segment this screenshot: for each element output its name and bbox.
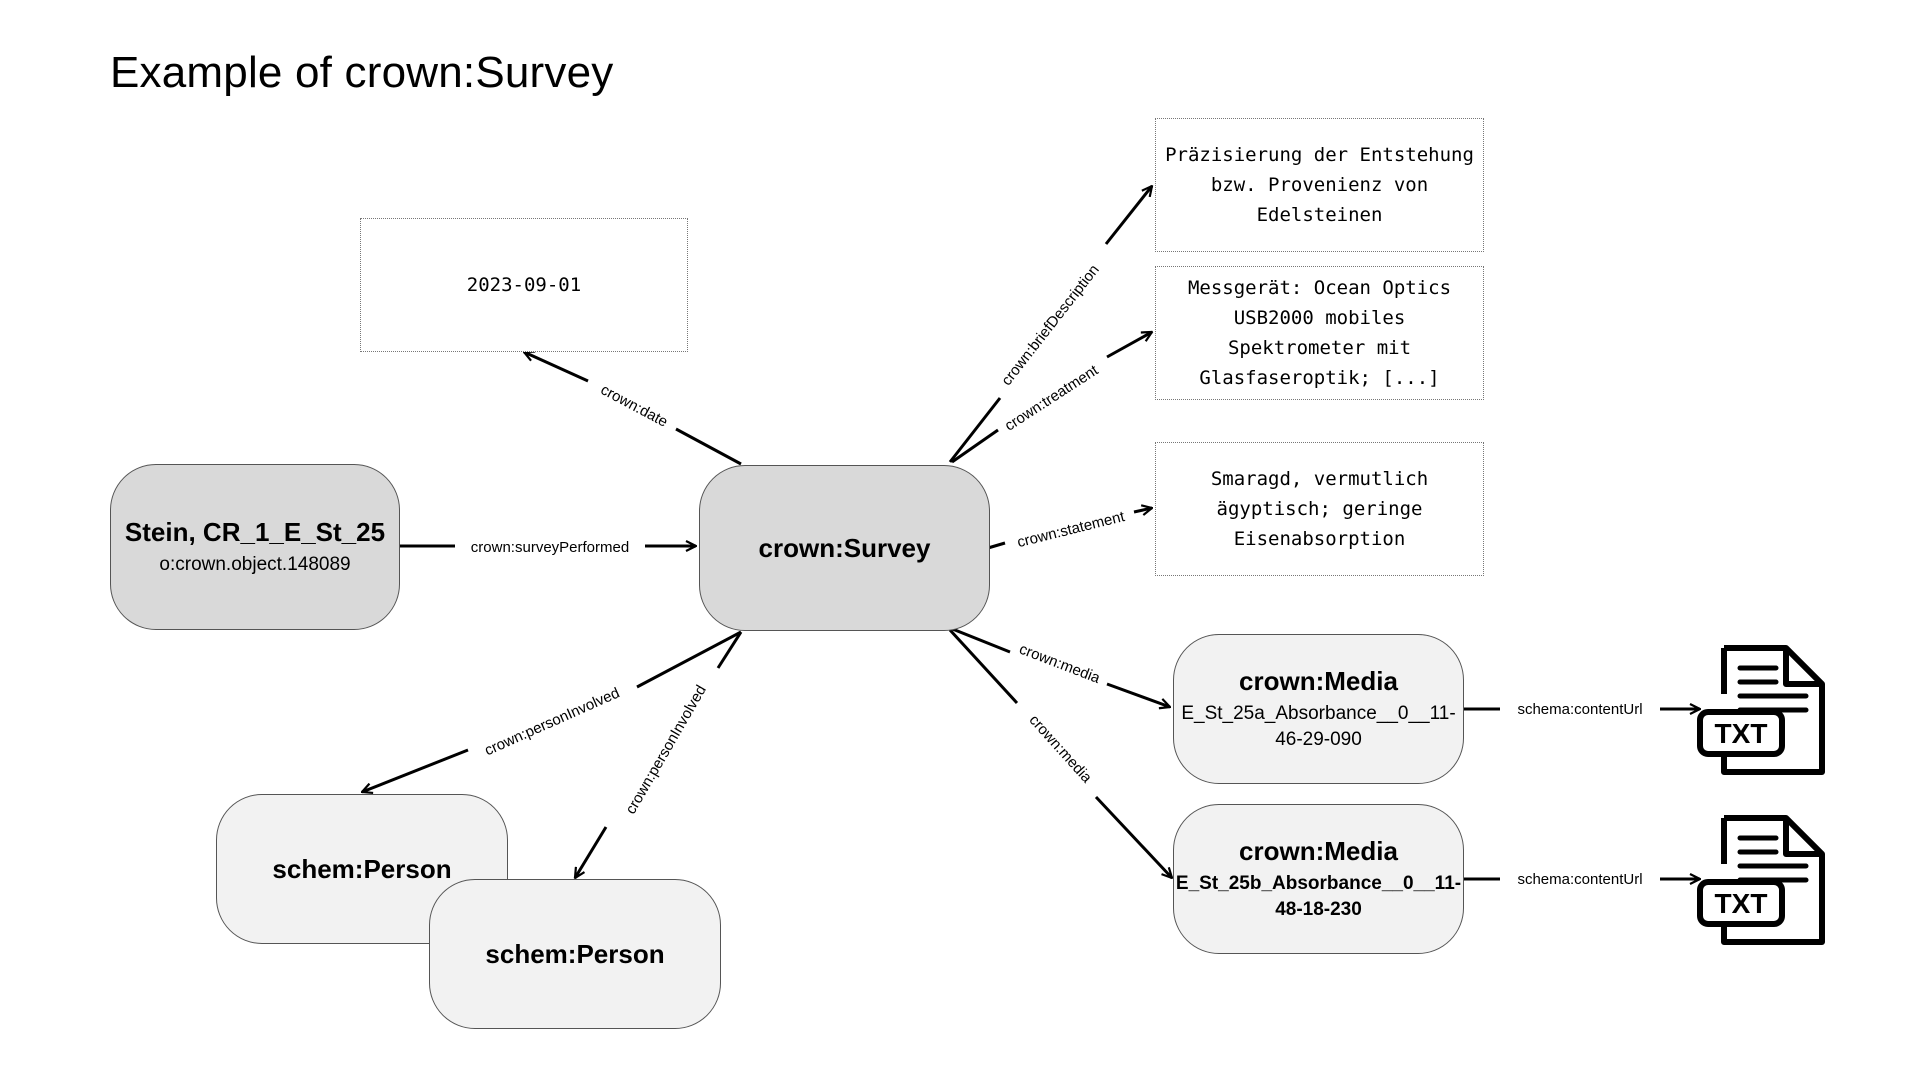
- edge-statement-arrow: [1133, 508, 1152, 512]
- date-literal-text: 2023-09-01: [466, 274, 582, 296]
- edge-treatment: [951, 428, 999, 464]
- person-node-2[interactable]: schem:Person: [429, 879, 721, 1029]
- media-node-1-filename: E_St_25a_Absorbance__0__11-46-29-090: [1181, 702, 1456, 750]
- edge-label-person-2: crown:personInvolved: [622, 682, 710, 817]
- txt-file-label: TXT: [1715, 718, 1768, 749]
- edge-label-person-1: crown:personInvolved: [482, 684, 622, 759]
- person-node-1-title: schem:Person: [272, 853, 452, 884]
- edge-label-media-2: crown:media: [1026, 712, 1096, 787]
- page-title: Example of crown:Survey: [110, 48, 614, 97]
- edge-label-media-1: crown:media: [1017, 641, 1103, 688]
- edge-person-1: [636, 630, 742, 689]
- description-literal-text: Präzisierung der Entstehung bzw. Proveni…: [1165, 144, 1474, 226]
- edge-person-2-arrow: [573, 826, 608, 878]
- txt-file-label: TXT: [1715, 888, 1768, 919]
- statement-literal: Smaragd, vermutlich ägyptisch; geringe E…: [1155, 442, 1484, 576]
- description-literal: Präzisierung der Entstehung bzw. Proveni…: [1155, 118, 1484, 252]
- statement-literal-text: Smaragd, vermutlich ägyptisch; geringe E…: [1210, 468, 1429, 550]
- txt-file-icon[interactable]: TXT: [1696, 812, 1826, 948]
- treatment-literal: Messgerät: Ocean Optics USB2000 mobiles …: [1155, 266, 1484, 400]
- media-node-2[interactable]: crown:Media E_St_25b_Absorbance__0__11-4…: [1173, 804, 1464, 954]
- edge-label-content-url-1: schema:contentUrl: [1517, 701, 1642, 718]
- edge-label-date: crown:date: [598, 381, 671, 430]
- object-node-title: Stein, CR_1_E_St_25: [124, 516, 386, 547]
- edge-media-1: [949, 626, 1011, 654]
- media-node-2-title: crown:Media: [1239, 835, 1398, 866]
- edge-date: [675, 427, 742, 466]
- edge-brief-description: [948, 397, 1002, 463]
- person-node-2-title: schem:Person: [485, 938, 665, 969]
- edge-brief-description-arrow: [1104, 186, 1152, 245]
- edge-statement: [987, 541, 1006, 550]
- edge-person-2: [716, 631, 743, 669]
- media-node-1-title: crown:Media: [1239, 665, 1398, 696]
- edge-date-arrow: [524, 352, 589, 383]
- edge-label-statement: crown:statement: [1015, 508, 1127, 551]
- edge-treatment-arrow: [1106, 330, 1152, 359]
- media-node-2-filename: E_St_25b_Absorbance__0__11-48-18-230: [1175, 872, 1462, 920]
- edge-media-2: [948, 628, 1019, 705]
- edge-media-1-arrow: [1106, 682, 1170, 707]
- edge-media-2-arrow: [1094, 795, 1172, 878]
- edge-label-content-url-2: schema:contentUrl: [1517, 871, 1642, 888]
- txt-file-icon[interactable]: TXT: [1696, 642, 1826, 778]
- survey-node[interactable]: crown:Survey: [699, 465, 990, 631]
- date-literal: 2023-09-01: [360, 218, 688, 352]
- survey-node-title: crown:Survey: [758, 532, 931, 563]
- object-node[interactable]: Stein, CR_1_E_St_25 o:crown.object.14808…: [110, 464, 400, 630]
- treatment-literal-text: Messgerät: Ocean Optics USB2000 mobiles …: [1187, 277, 1452, 389]
- edge-label-survey-performed: crown:surveyPerformed: [471, 539, 629, 556]
- edge-person-1-arrow: [362, 748, 469, 792]
- object-node-subtitle: o:crown.object.148089: [159, 553, 351, 575]
- media-node-1[interactable]: crown:Media E_St_25a_Absorbance__0__11-4…: [1173, 634, 1464, 784]
